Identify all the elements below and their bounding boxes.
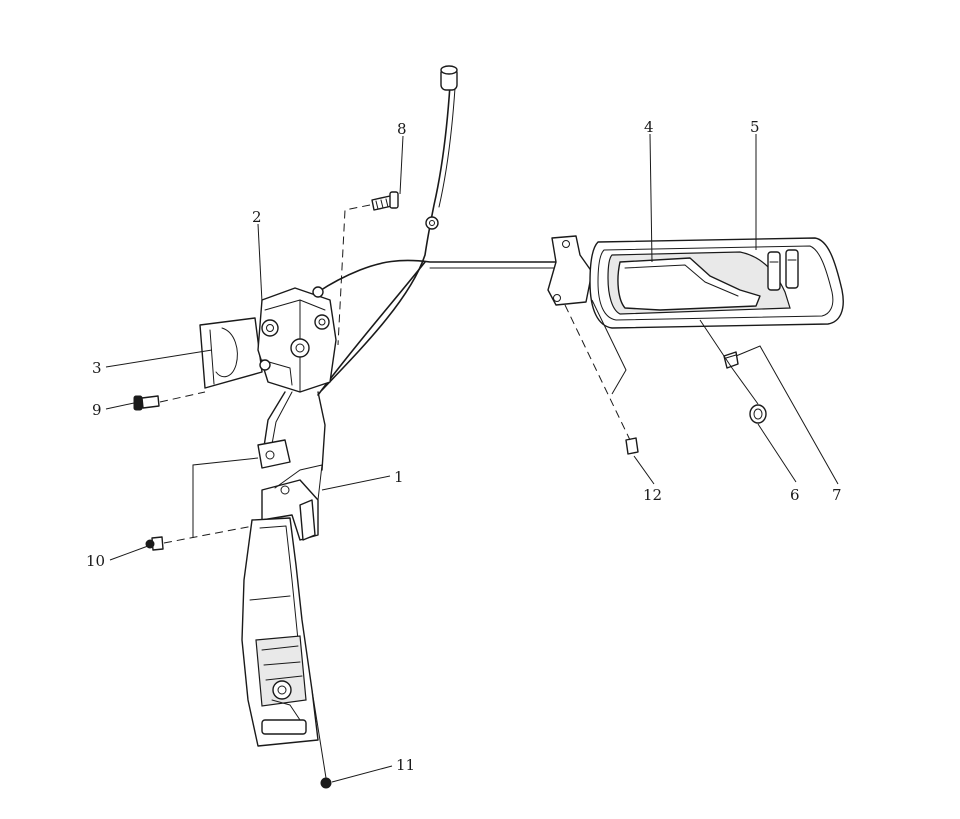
screw-11 (311, 689, 332, 789)
callout-8: 8 (397, 120, 407, 138)
callout-4: 4 (644, 118, 654, 136)
cap-6 (749, 404, 767, 424)
callout-6: 6 (790, 486, 800, 504)
control-cables (317, 84, 561, 396)
callout-2: 2 (252, 208, 262, 226)
callout-3: 3 (92, 359, 102, 377)
callout-7: 7 (832, 486, 842, 504)
callout-12: 12 (643, 486, 662, 504)
callout-5: 5 (750, 118, 760, 136)
latch-cover (199, 317, 263, 389)
screw-8 (337, 191, 399, 346)
callout-11: 11 (396, 756, 415, 774)
leader-lines (105, 133, 839, 783)
door-latch (257, 286, 337, 393)
screw-10 (145, 457, 259, 551)
callout-10: 10 (86, 552, 105, 570)
callout-labels: 1 2 3 4 5 6 7 8 9 10 11 12 (86, 118, 842, 774)
callout-9: 9 (92, 401, 102, 419)
outer-door-handle (241, 517, 319, 747)
lock-button-rod (425, 65, 458, 230)
screw-12 (564, 304, 639, 455)
callout-1: 1 (394, 468, 404, 486)
screw-9 (133, 391, 206, 411)
screw-7 (723, 351, 739, 369)
inside-handle-bezel (547, 235, 844, 329)
